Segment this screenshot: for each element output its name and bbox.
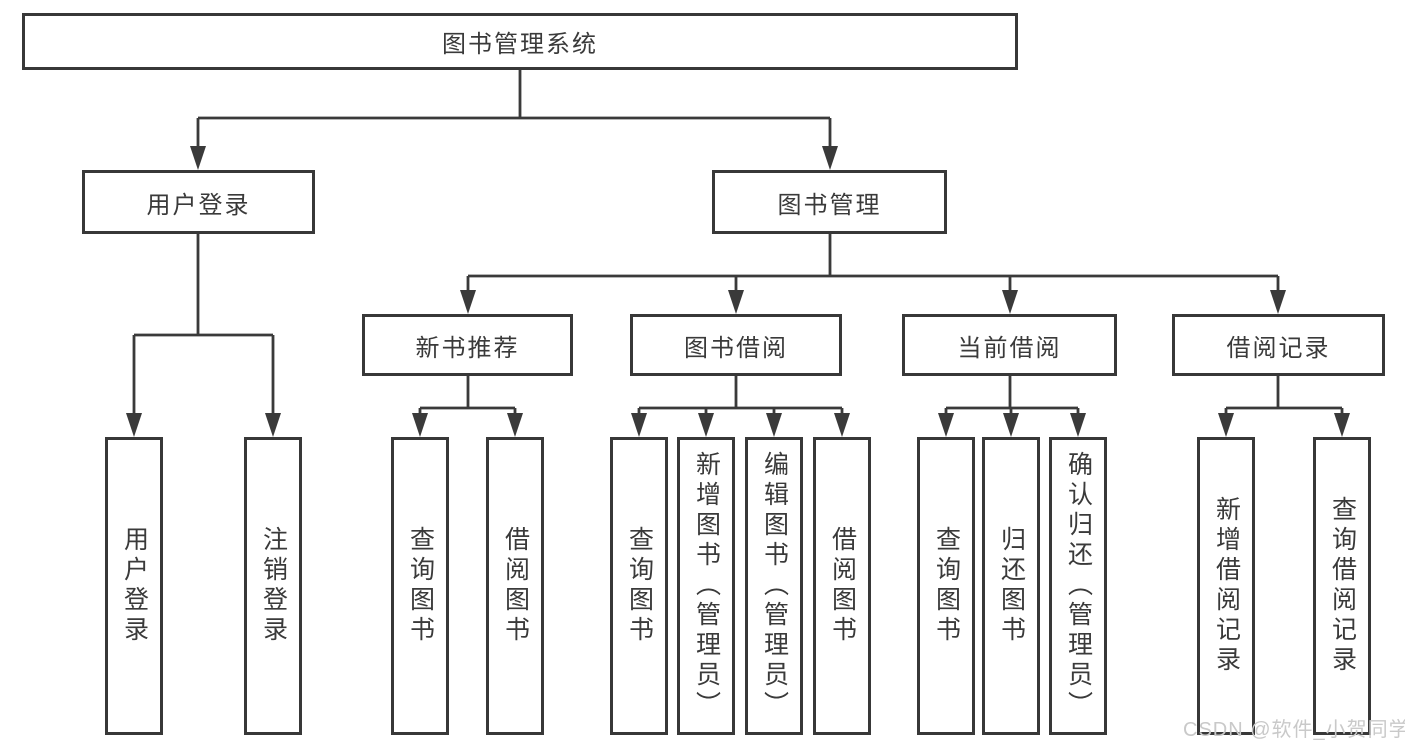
leaf-logout: 注销登录 [244, 437, 302, 735]
leaf-borrow-books-borrowing: 借阅图书 [813, 437, 871, 735]
leaf-label: 查询图书 [932, 526, 961, 646]
leaf-query-books-current: 查询图书 [917, 437, 975, 735]
connector-book-borrow-branch [631, 376, 850, 437]
node-library-system: 图书管理系统 [22, 13, 1018, 70]
leaf-label: 用户登录 [120, 526, 149, 646]
leaf-return-book: 归还图书 [982, 437, 1040, 735]
node-borrowing-records: 借阅记录 [1172, 314, 1385, 376]
leaf-user-login: 用户登录 [105, 437, 163, 735]
leaf-edit-book-admin: 编辑图书（管理员） [745, 437, 803, 735]
leaf-query-books-recommend: 查询图书 [391, 437, 449, 735]
leaf-add-book-admin: 新增图书（管理员） [677, 437, 735, 735]
leaf-label: 确认归还（管理员） [1064, 451, 1093, 721]
leaf-label: 编辑图书（管理员） [760, 451, 789, 721]
connector-borrow-records-branch [1218, 376, 1350, 437]
node-new-book-recommend: 新书推荐 [362, 314, 573, 376]
connector-root-to-level2 [190, 70, 838, 170]
csdn-watermark: CSDN @软件_小贺同学 [1183, 719, 1405, 741]
connector-current-borrow-branch [938, 376, 1086, 437]
leaf-label: 借阅图书 [828, 526, 857, 646]
leaf-borrow-books-recommend: 借阅图书 [486, 437, 544, 735]
leaf-label: 归还图书 [997, 526, 1026, 646]
node-book-management: 图书管理 [712, 170, 947, 234]
connector-new-books-branch [412, 376, 523, 437]
connector-book-mgmt-branch [460, 234, 1286, 314]
leaf-confirm-return-admin: 确认归还（管理员） [1049, 437, 1107, 735]
leaf-label: 借阅图书 [501, 526, 530, 646]
leaf-query-books-borrowing: 查询图书 [610, 437, 668, 735]
leaf-label: 查询借阅记录 [1328, 496, 1357, 676]
leaf-query-borrow-record: 查询借阅记录 [1313, 437, 1371, 735]
node-user-login: 用户登录 [82, 170, 315, 234]
leaf-label: 注销登录 [259, 526, 288, 646]
leaf-label: 新增图书（管理员） [692, 451, 721, 721]
connector-user-login-branch [126, 234, 281, 437]
leaf-label: 查询图书 [625, 526, 654, 646]
leaf-add-borrow-record: 新增借阅记录 [1197, 437, 1255, 735]
node-book-borrowing: 图书借阅 [630, 314, 842, 376]
node-current-borrowing: 当前借阅 [902, 314, 1117, 376]
leaf-label: 查询图书 [406, 526, 435, 646]
leaf-label: 新增借阅记录 [1212, 496, 1241, 676]
